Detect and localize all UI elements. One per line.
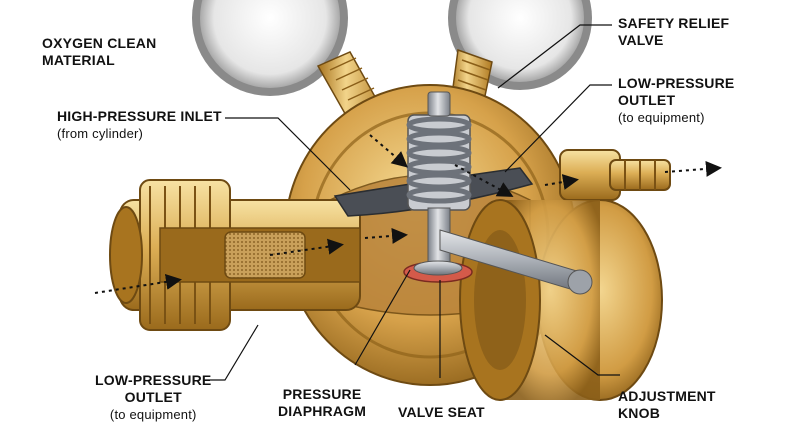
valve-stem	[427, 207, 593, 295]
oxygen-clean-label: OXYGEN CLEAN MATERIAL	[42, 35, 157, 68]
valve-seat	[403, 260, 473, 283]
safety-relief-valve-label: SAFETY RELIEF VALVE	[618, 15, 730, 48]
adjustment-knob-label: ADJUSTMENT KNOB	[618, 388, 716, 421]
low-pressure-outlet-bottom-label: LOW-PRESSURE OUTLET (to equipment)	[95, 372, 212, 422]
high-pressure-inlet-label: HIGH-PRESSURE INLET (from cylinder)	[57, 108, 222, 141]
adjustment-knob[interactable]	[459, 199, 663, 401]
valve-seat-label: VALVE SEAT	[398, 404, 485, 420]
leader-lines	[205, 24, 620, 381]
pressure-diaphragm-label: PRESSURE DIAPHRAGM	[278, 386, 367, 419]
low-pressure-outlet-fitting	[559, 149, 671, 201]
flow-arrow-icon	[94, 134, 722, 294]
low-pressure-outlet-top-label: LOW-PRESSURE OUTLET (to equipment)	[618, 75, 735, 125]
gauge-icon	[192, 0, 592, 96]
high-pressure-inlet-fitting	[109, 179, 361, 331]
spring-icon	[406, 91, 472, 211]
